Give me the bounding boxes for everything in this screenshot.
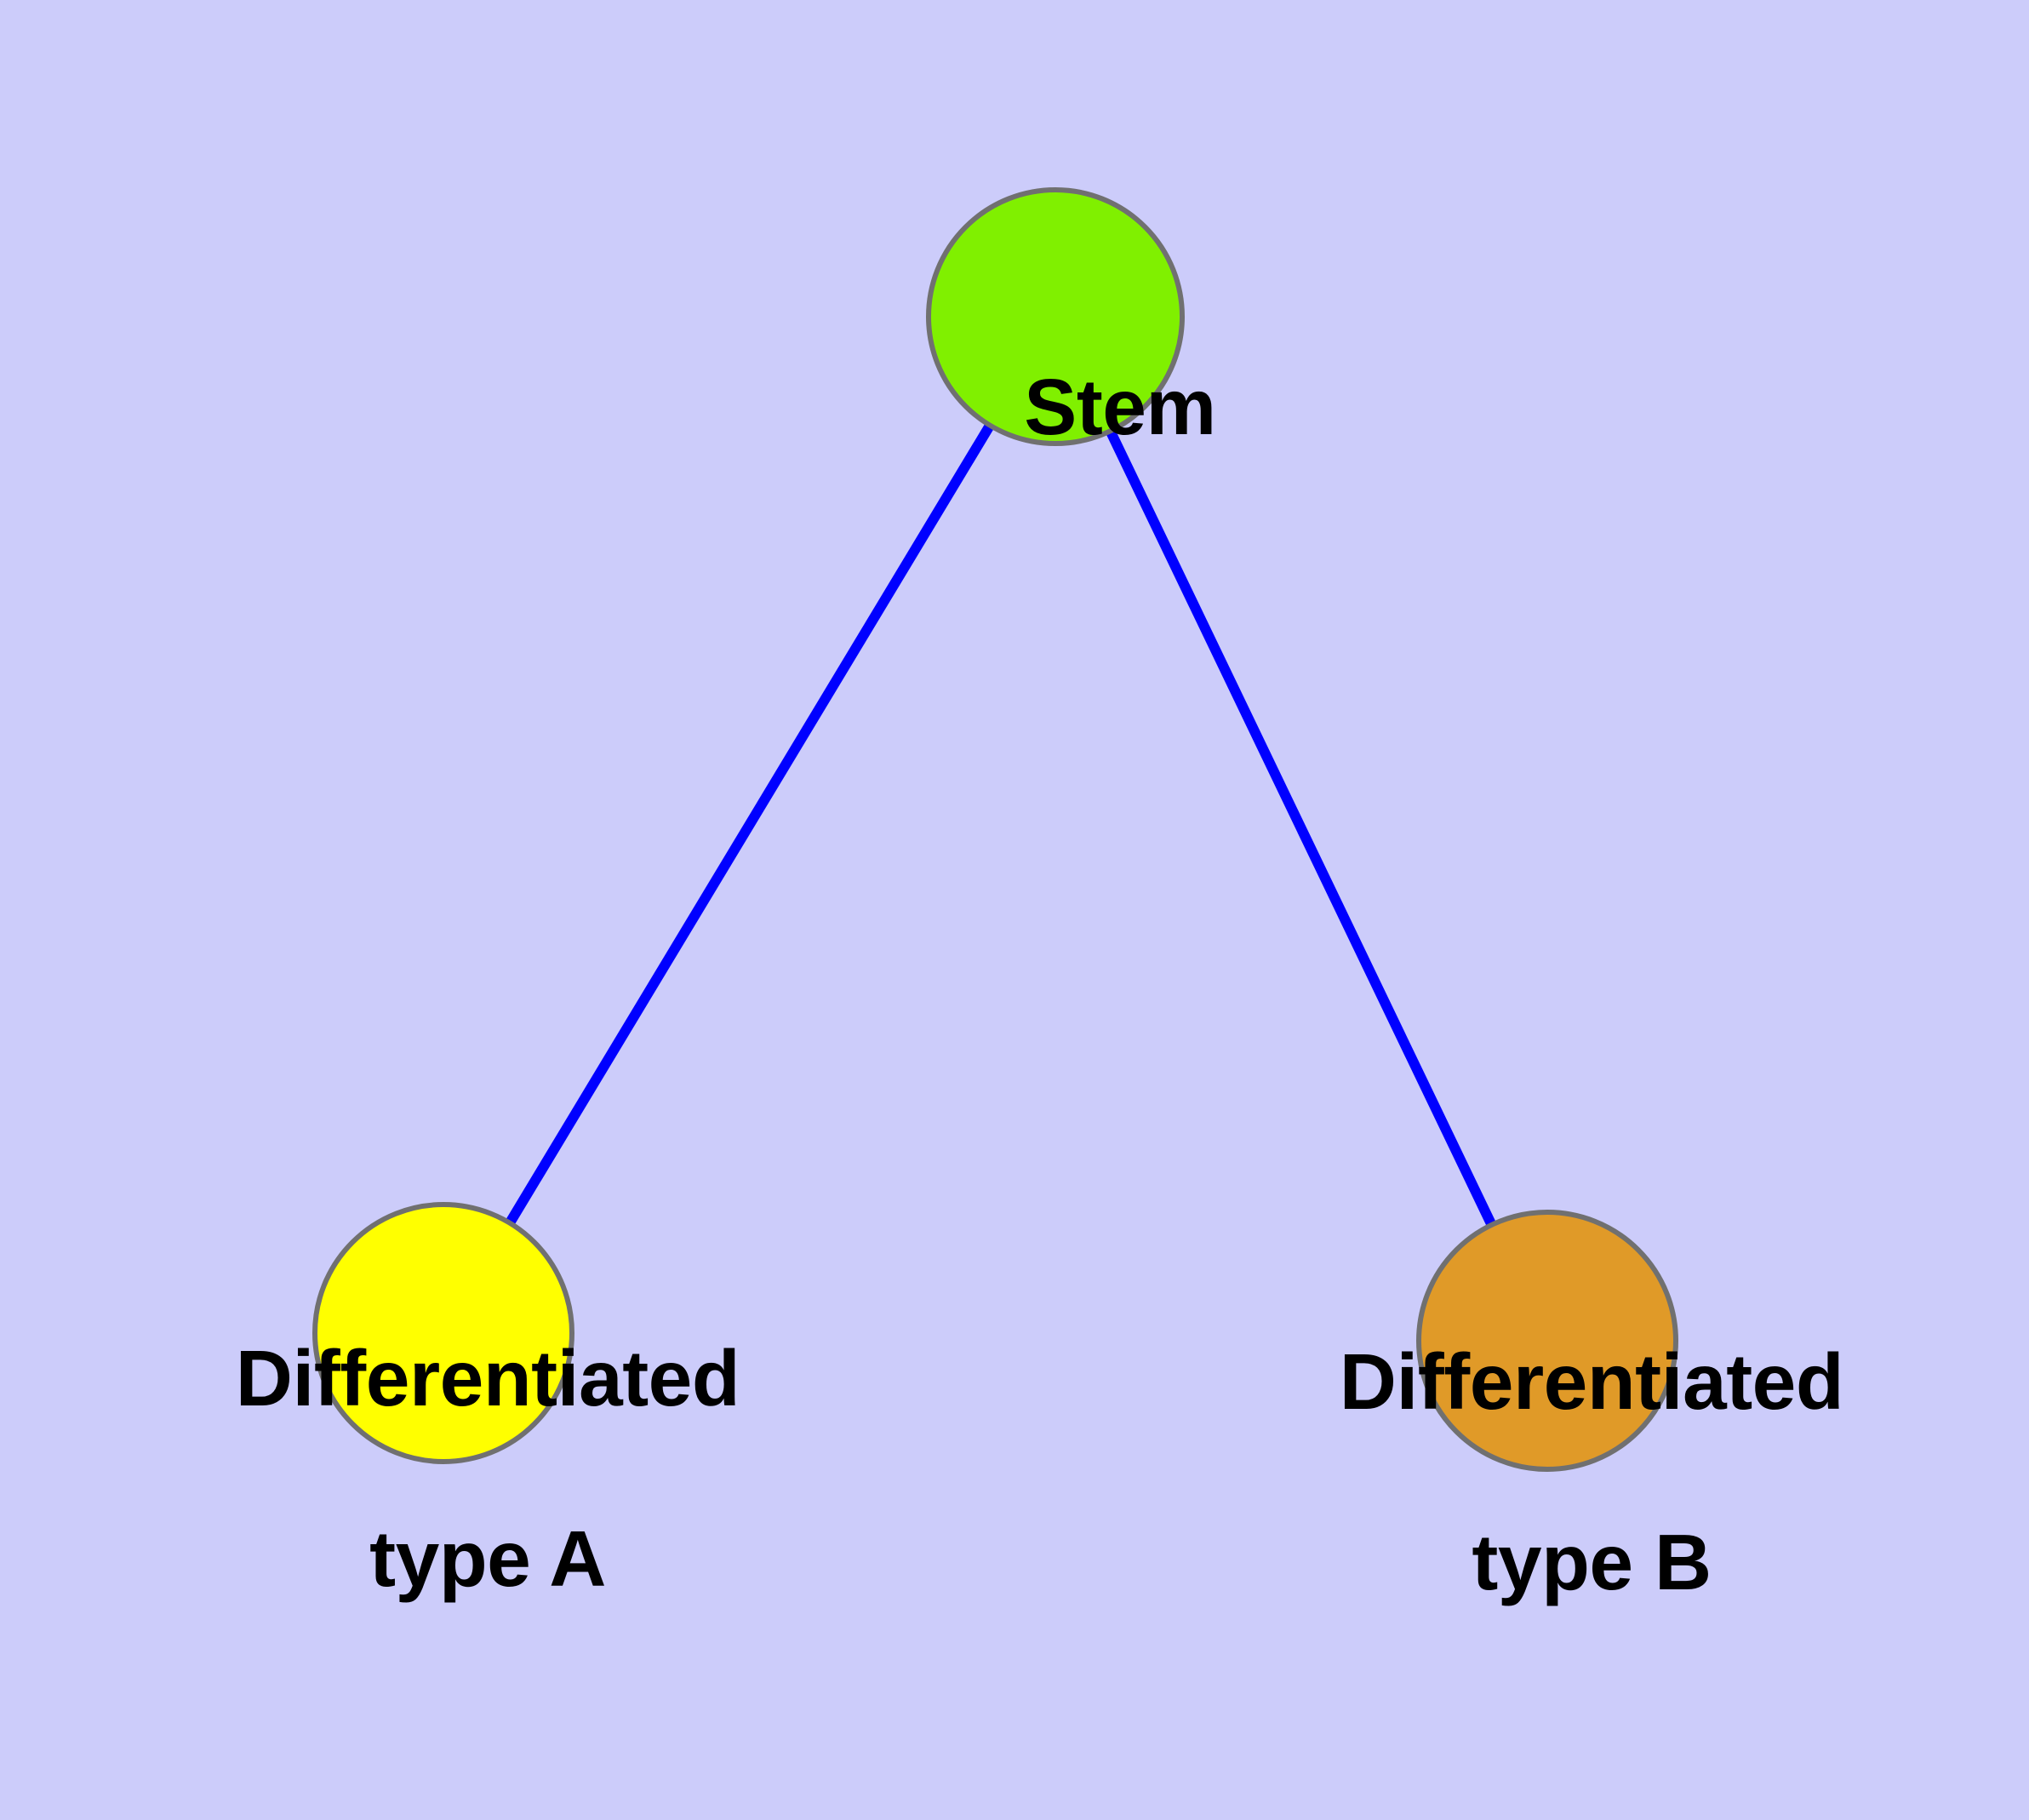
node-label-differentiated-type-a: Differentiated type A bbox=[0, 1243, 1437, 1694]
node-differentiated-type-a[interactable] bbox=[312, 1202, 574, 1464]
node-label-differentiated-type-a-line-2: type A bbox=[369, 1514, 606, 1604]
node-label-differentiated-type-b-line-2: type B bbox=[1472, 1518, 1712, 1607]
node-label-differentiated-type-b: Differentiated type B bbox=[512, 1246, 2029, 1697]
edge-stem-to-differentiated-type-a[interactable] bbox=[438, 313, 1060, 1336]
edge-stem-to-differentiated-type-b[interactable] bbox=[1050, 314, 1552, 1343]
node-stem[interactable] bbox=[926, 187, 1185, 446]
node-differentiated-type-b[interactable] bbox=[1416, 1210, 1678, 1472]
